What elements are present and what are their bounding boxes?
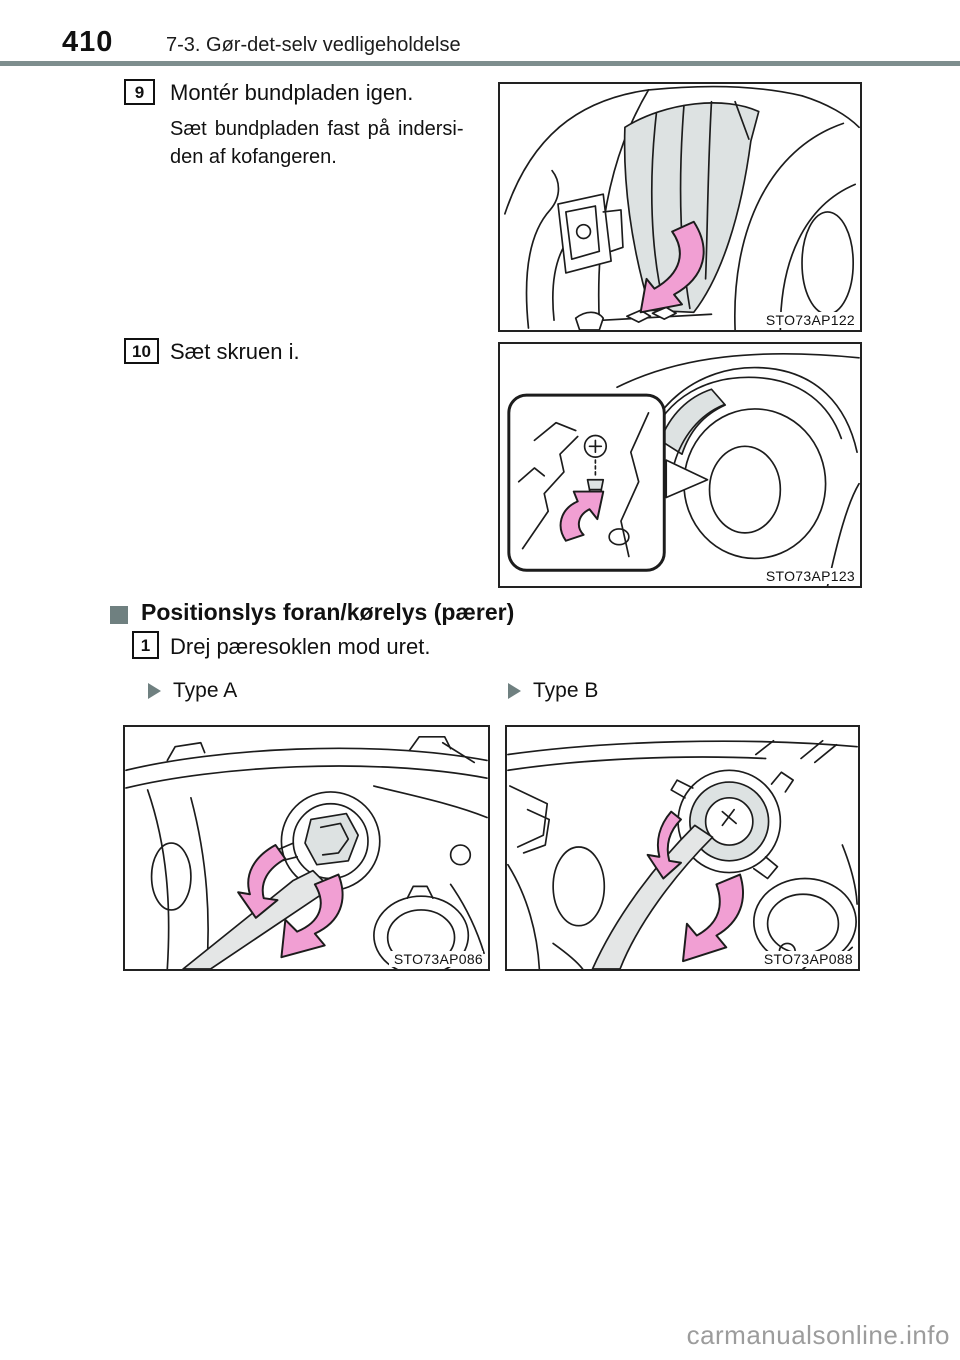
figure-code-label: STO73AP122: [760, 312, 855, 328]
step-9-body: Sæt bundpladen fast på indersi- den af k…: [170, 115, 490, 171]
figure-bumper-underside: STO73AP122: [498, 82, 862, 332]
step-9-body-line1: Sæt bundpladen fast på indersi-: [170, 118, 464, 140]
section-bullet-icon: [110, 606, 128, 624]
wheel-well-illustration: [504, 85, 860, 330]
figure-type-a-bulb-socket: STO73AP086: [123, 725, 490, 971]
type-a-socket-illustration: [125, 736, 488, 969]
watermark-text: carmanualsonline.info: [686, 1320, 950, 1350]
step-number-box-1: 1: [132, 631, 159, 659]
section-heading: Positionslys foran/kørelys (pærer): [141, 599, 515, 625]
step-number-box-9: 9: [124, 79, 155, 105]
type-b-socket-illustration: [507, 739, 858, 969]
figure-screw-install: STO73AP123: [498, 342, 862, 588]
header-section-title: 7-3. Gør-det-selv vedligeholdelse: [166, 34, 461, 56]
step-9-body-line2: den af kofangeren.: [170, 146, 337, 168]
type-a-marker-icon: [148, 683, 161, 699]
step-number-box-10: 10: [124, 338, 159, 364]
figure-code-label: STO73AP123: [760, 568, 855, 584]
type-b-marker-icon: [508, 683, 521, 699]
figure-type-b-bulb-socket: STO73AP088: [505, 725, 860, 971]
type-a-label: Type A: [173, 679, 238, 702]
page-number: 410: [62, 26, 114, 58]
socket-turn-arrow-icon: [682, 873, 744, 963]
type-b-label: Type B: [533, 679, 599, 702]
install-direction-arrow-icon: [639, 220, 705, 314]
screw-install-illustration: [507, 352, 860, 586]
step-9-title: Montér bundpladen igen.: [170, 80, 414, 105]
screw-rotation-arrow-icon: [559, 490, 605, 542]
step-10-title: Sæt skruen i.: [170, 339, 300, 364]
header-rule: [0, 61, 960, 66]
step-1-title: Drej pæresoklen mod uret.: [170, 634, 431, 659]
figure-code-label: STO73AP086: [388, 951, 483, 967]
socket-turn-arrow-icon: [280, 873, 344, 959]
figure-code-label: STO73AP088: [758, 951, 853, 967]
socket-rotation-arrow-icon: [646, 810, 683, 880]
socket-rotation-arrow-icon: [237, 844, 287, 919]
